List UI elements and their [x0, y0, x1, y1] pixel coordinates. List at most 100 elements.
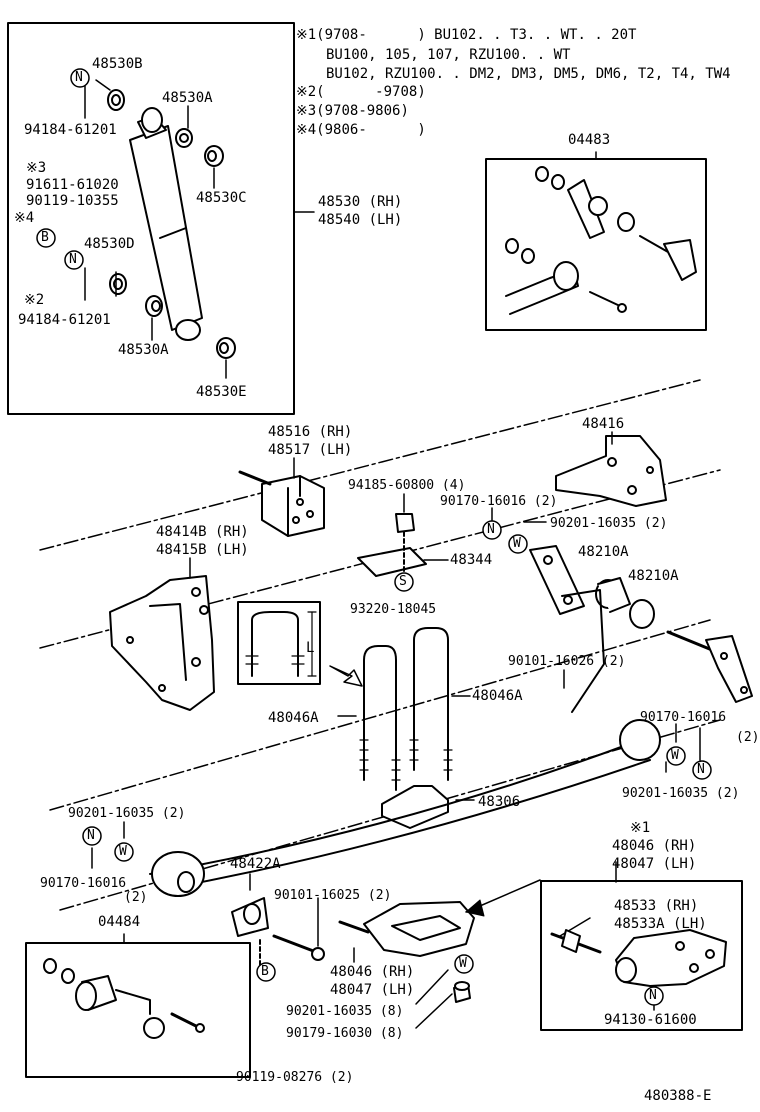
label-48530E: 48530E [196, 384, 247, 400]
symbol-W: W [513, 536, 521, 551]
label-48046-rh-top: 48046 (RH) [612, 838, 697, 854]
symbol-N: N [69, 252, 77, 267]
label-90101-26: 90101-16026 (2) [508, 654, 626, 669]
label-48530A-bot: 48530A [118, 342, 169, 358]
label-48533A: 48533A (LH) [614, 916, 707, 932]
label-93220: 93220-18045 [350, 602, 437, 617]
label-48046A-right: 48046A [472, 688, 523, 704]
symbol-N: N [649, 988, 657, 1003]
inset-48046-box [540, 880, 743, 1031]
label-90201-c: 90201-16035 (2) [68, 806, 186, 821]
symbol-B: B [41, 230, 49, 245]
label-90201-b: 90201-16035 (2) [622, 786, 740, 801]
note-4-mark: ※4 [296, 122, 317, 138]
label-48530D: 48530D [84, 236, 135, 252]
label-48306: 48306 [478, 794, 521, 810]
note-2-text: ( -9708) [316, 84, 426, 100]
note-2-mark: ※2 [296, 84, 317, 100]
label-48414B: 48414B (RH) [156, 524, 249, 540]
label-90170-b: 90170-16016 [640, 710, 727, 725]
label-90119: 90119-10355 [26, 193, 119, 209]
label-kit-04484: 04484 [98, 914, 141, 930]
plate-48046 [338, 901, 475, 957]
ubolt-dimension-inset [237, 601, 363, 687]
label-90179: 90179-16030 (8) [286, 1026, 404, 1041]
note-1-text: (9708- ) BU102. . T3. . WT. . 20T [316, 27, 637, 43]
bracket-48516 [238, 470, 325, 537]
label-48210A-1: 48210A [578, 544, 629, 560]
kit-04484-parts [43, 958, 205, 1039]
note-3-text: (9708-9806) [316, 103, 409, 119]
label-94184-bot: 94184-61201 [18, 312, 111, 328]
note-1: ※1(9708- ) BU102. . T3. . WT. . 20T [296, 26, 636, 45]
label-48422A: 48422A [230, 856, 281, 872]
symbol-W: W [119, 844, 127, 859]
shock-absorber-box [7, 22, 295, 415]
symbol-N: N [487, 522, 495, 537]
kit-04484-box [25, 942, 251, 1078]
symbol-S: S [399, 574, 407, 589]
label-48517: 48517 (LH) [268, 442, 353, 458]
bracket-48416 [555, 435, 667, 507]
label-kit-04483: 04483 [568, 132, 611, 148]
bolt-90101-16025 [272, 934, 318, 954]
label-48516: 48516 (RH) [268, 424, 353, 440]
label-note2-shock: ※2 [24, 292, 45, 308]
symbol-N: N [87, 828, 95, 843]
symbol-circles [36, 68, 712, 1006]
label-90119-082: 90119-08276 (2) [236, 1070, 354, 1085]
label-94185: 94185-60800 (4) [348, 478, 466, 493]
leaf-spring [149, 589, 661, 897]
figure-id: 480388-E [644, 1088, 712, 1104]
label-48344: 48344 [450, 552, 493, 568]
label-note1: ※1 [630, 820, 651, 836]
bolt-head [311, 947, 325, 961]
label-91611: 91611-61020 [26, 177, 119, 193]
bushings-top [107, 89, 236, 359]
symbol-N: N [697, 762, 705, 777]
label-48533: 48533 (RH) [614, 898, 699, 914]
shock-absorber [129, 107, 203, 341]
label-48530A-top: 48530A [162, 90, 213, 106]
label-48416: 48416 [582, 416, 625, 432]
symbol-N: N [75, 70, 83, 85]
inset-48046-parts [550, 929, 727, 987]
shackle-48210A [529, 545, 753, 703]
label-48046A-left: 48046A [268, 710, 319, 726]
label-48047-lh-bot: 48047 (LH) [330, 982, 415, 998]
label-48210A-2: 48210A [628, 568, 679, 584]
label-90201-a: 90201-16035 (2) [550, 516, 668, 531]
label-48046-rh-bot: 48046 (RH) [330, 964, 415, 980]
label-48530-rh: 48530 (RH) [318, 194, 403, 210]
label-48415B: 48415B (LH) [156, 542, 249, 558]
label-94184-top: 94184-61201 [24, 122, 117, 138]
note-1-mark: ※1 [296, 27, 317, 43]
symbol-W: W [671, 748, 679, 763]
label-48047-lh-top: 48047 (LH) [612, 856, 697, 872]
symbol-W: W [459, 956, 467, 971]
kit-04483-parts [505, 166, 697, 315]
label-48530B: 48530B [92, 56, 143, 72]
ubolts-48046A [359, 627, 453, 791]
label-48540-lh: 48540 (LH) [318, 212, 403, 228]
label-dim-L: L [306, 640, 315, 656]
label-94130: 94130-61600 [604, 1012, 697, 1028]
note-3-mark: ※3 [296, 103, 317, 119]
label-90201-d: 90201-16035 (8) [286, 1004, 404, 1019]
note-3: ※3(9708-9806) [296, 102, 409, 121]
note-1-line-2: BU100, 105, 107, RZU100. . WT [326, 47, 571, 63]
symbol-B: B [261, 964, 269, 979]
label-90170-c: 90170-16016 [40, 876, 127, 891]
label-90101-25: 90101-16025 (2) [274, 888, 392, 903]
hanger-48414B [109, 575, 215, 711]
label-note3-shock: ※3 [26, 160, 47, 176]
note-4-text: (9806- ) [316, 122, 426, 138]
plate-48344 [357, 513, 427, 577]
label-48530C: 48530C [196, 190, 247, 206]
label-90170-b-qty: (2) [736, 730, 760, 745]
note-2: ※2( -9708) [296, 83, 426, 102]
note-1-line-3: BU102, RZU100. . DM2, DM3, DM5, DM6, T2,… [326, 66, 731, 82]
shock-leaders [84, 79, 315, 379]
